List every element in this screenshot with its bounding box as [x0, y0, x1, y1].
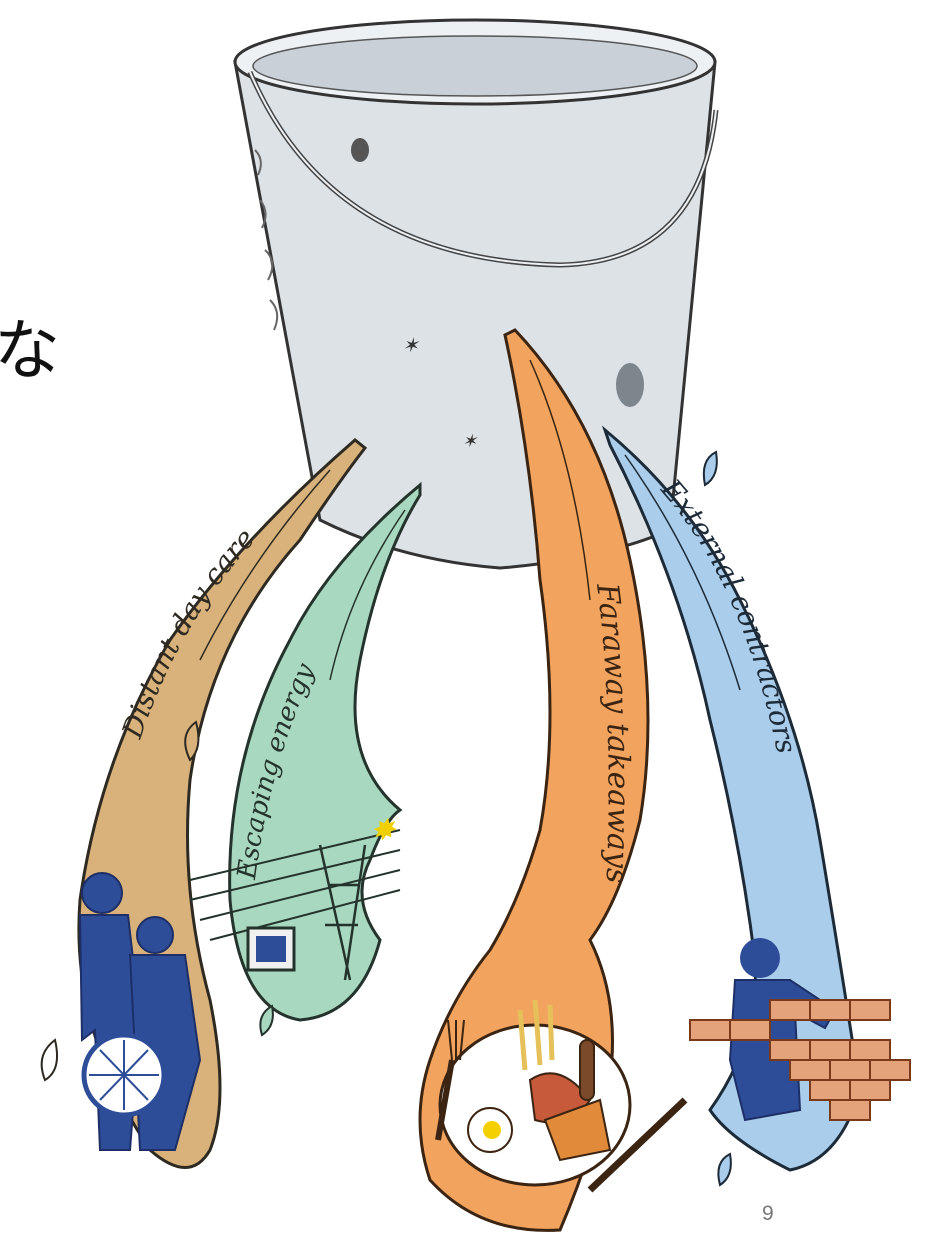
svg-text:✸: ✸ — [370, 813, 397, 848]
hole-icon — [351, 138, 369, 162]
hole-icon — [616, 363, 644, 407]
svg-text:✶: ✶ — [462, 431, 478, 452]
partial-heading-text: な — [0, 318, 60, 384]
svg-text:✶: ✶ — [402, 333, 420, 357]
stream-external-contractors: External contractors — [605, 430, 910, 1185]
page-number: 9 — [762, 1202, 774, 1226]
